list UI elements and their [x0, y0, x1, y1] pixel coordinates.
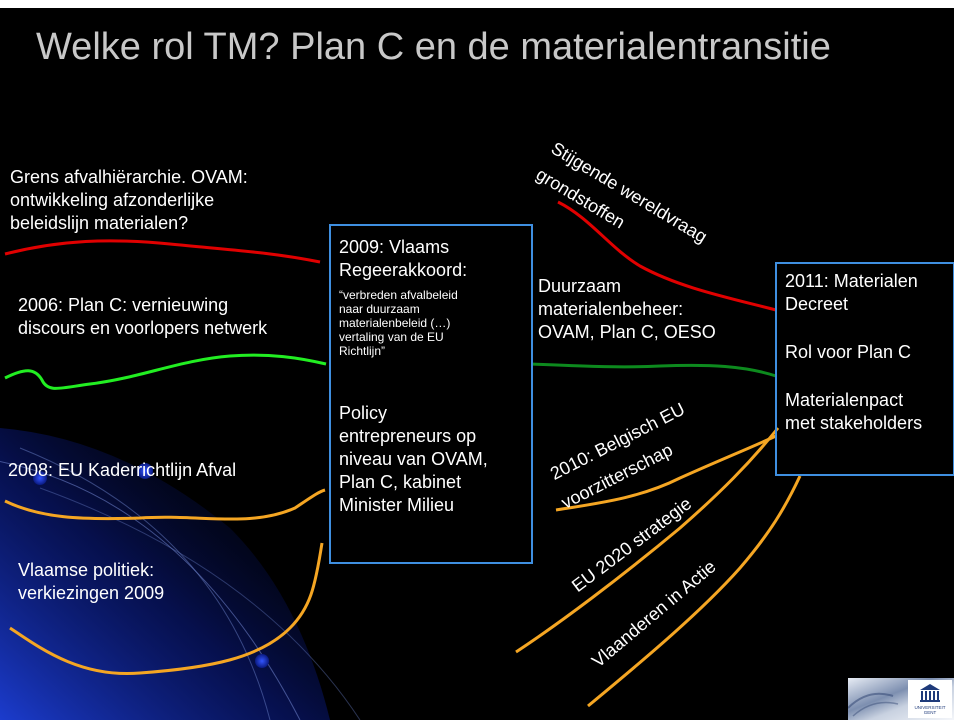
- slide-background: [0, 200, 802, 720]
- right-heading-line-1: 2011: Materialen: [785, 271, 918, 291]
- background-glow-shape: [0, 428, 330, 720]
- quote-line-4: vertaling van de EU: [339, 330, 444, 344]
- grens-line-1: Grens afvalhiërarchie. OVAM:: [10, 167, 248, 187]
- center-heading-line-2: Regeerakkoord:: [339, 260, 468, 280]
- orange-line-left-1: [4, 488, 326, 521]
- orbit-arc: [39, 487, 361, 720]
- quote-line-3: materialenbeleid (…): [339, 316, 451, 330]
- planet-dot: [137, 463, 153, 479]
- red-line-right: [557, 200, 777, 312]
- planet-dot: [33, 471, 47, 485]
- policy-line-4: Plan C, kabinet: [339, 472, 462, 492]
- right-box-heading: 2011: Materialen Decreet: [785, 270, 918, 316]
- vlaamse-line-1: Vlaamse politiek:: [18, 560, 155, 580]
- center-box-quote: “verbreden afvalbeleid naar duurzaam mat…: [339, 288, 458, 358]
- orange-line-left-2: [9, 542, 324, 676]
- grens-line-2: ontwikkeling afzonderlijke: [10, 190, 215, 210]
- vlaamse-line-2: verkiezingen 2009: [18, 583, 165, 603]
- plan-c-line-2: discours en voorlopers netwerk: [18, 318, 268, 338]
- policy-line-2: entrepreneurs op: [339, 426, 477, 446]
- logo-text-1: UNIVERSITEIT: [914, 705, 945, 710]
- orange-line-right-3: [587, 475, 802, 708]
- orange-line-right-1: [555, 434, 777, 512]
- vlaamse-text: Vlaamse politiek: verkiezingen 2009: [18, 559, 164, 605]
- slide: Welke rol TM? Plan C en de materialentra…: [0, 8, 954, 720]
- right-box: 2011: Materialen Decreet Rol voor Plan C…: [775, 262, 954, 476]
- right-box-rol: Rol voor Plan C: [785, 342, 912, 362]
- right-box-pact: Materialenpact met stakeholders: [785, 389, 922, 435]
- grens-text: Grens afvalhiërarchie. OVAM: ontwikkelin…: [10, 166, 248, 235]
- eu-kader-text: 2008: EU Kaderrichtlijn Afval: [8, 460, 237, 480]
- center-box: 2009: Vlaams Regeerakkoord: “verbreden a…: [329, 224, 533, 564]
- slide-title: Welke rol TM? Plan C en de materialentra…: [36, 26, 831, 68]
- orbit-arc: [19, 447, 271, 720]
- quote-line-5: Richtlijn”: [339, 344, 386, 358]
- quote-line-1: “verbreden afvalbeleid: [339, 288, 458, 302]
- plan-c-line-1: 2006: Plan C: vernieuwing: [18, 295, 229, 315]
- duurzaam-text: Duurzaam materialenbeheer: OVAM, Plan C,…: [538, 275, 716, 344]
- duurzaam-line-2: materialenbeheer:: [538, 299, 684, 319]
- policy-line-1: Policy: [339, 403, 388, 423]
- policy-line-3: niveau van OVAM,: [339, 449, 488, 469]
- red-line-left: [4, 239, 321, 264]
- plan-c-text: 2006: Plan C: vernieuwing discours en vo…: [18, 294, 267, 340]
- policy-line-5: Minister Milieu: [339, 495, 455, 515]
- darkgreen-line-right: [530, 362, 777, 378]
- center-heading-line-1: 2009: Vlaams: [339, 237, 450, 257]
- grens-line-3: beleidslijn materialen?: [10, 213, 189, 233]
- orange-line-right-2: [515, 427, 780, 654]
- quote-line-2: naar duurzaam: [339, 302, 420, 316]
- green-line-left: [4, 353, 327, 390]
- ghent-university-logo: UNIVERSITEIT GENT: [847, 678, 954, 720]
- duurzaam-line-1: Duurzaam: [538, 276, 622, 296]
- pact-line-1: Materialenpact: [785, 390, 904, 410]
- planet-dot: [255, 654, 269, 668]
- ghent-university-logo-icon: UNIVERSITEIT GENT: [847, 678, 954, 720]
- logo-text-2: GENT: [924, 710, 937, 715]
- pact-line-2: met stakeholders: [785, 413, 923, 433]
- center-box-policy: Policy entrepreneurs op niveau van OVAM,…: [339, 402, 488, 517]
- center-box-heading: 2009: Vlaams Regeerakkoord:: [339, 236, 467, 282]
- right-heading-line-2: Decreet: [785, 294, 849, 314]
- duurzaam-line-3: OVAM, Plan C, OESO: [538, 322, 716, 342]
